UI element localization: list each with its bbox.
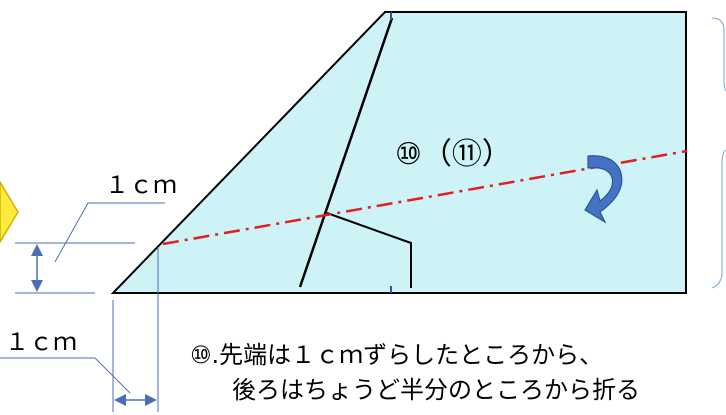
yellow-arrow-icon <box>0 180 19 244</box>
inner-flap-line <box>326 212 412 288</box>
dim-top-leader <box>54 202 165 263</box>
step-number-label: ⑩（⑪） <box>395 137 512 172</box>
dim-vertical-arrowhead-bottom <box>31 280 43 292</box>
dim-horizontal-arrowhead-left <box>114 394 126 406</box>
dim-vertical-arrowhead-top <box>31 244 43 256</box>
curved-arrow-icon <box>584 155 623 224</box>
dim-top-label: １ｃｍ <box>105 171 177 199</box>
paper-shape <box>110 11 687 294</box>
dim-horizontal-arrowhead-right <box>145 394 157 406</box>
diagonal-fold-line <box>298 17 394 288</box>
dim-bottom-leader <box>0 357 131 394</box>
right-bracket-top <box>711 17 726 92</box>
instruction-line-2: 後ろはちょうど半分のところから折る <box>232 376 640 404</box>
right-bracket-bottom <box>711 149 726 289</box>
instruction-line-1: ⑩.先端は１ｃｍずらしたところから、 <box>190 341 603 369</box>
dim-bottom-label: １ｃｍ <box>5 328 77 356</box>
